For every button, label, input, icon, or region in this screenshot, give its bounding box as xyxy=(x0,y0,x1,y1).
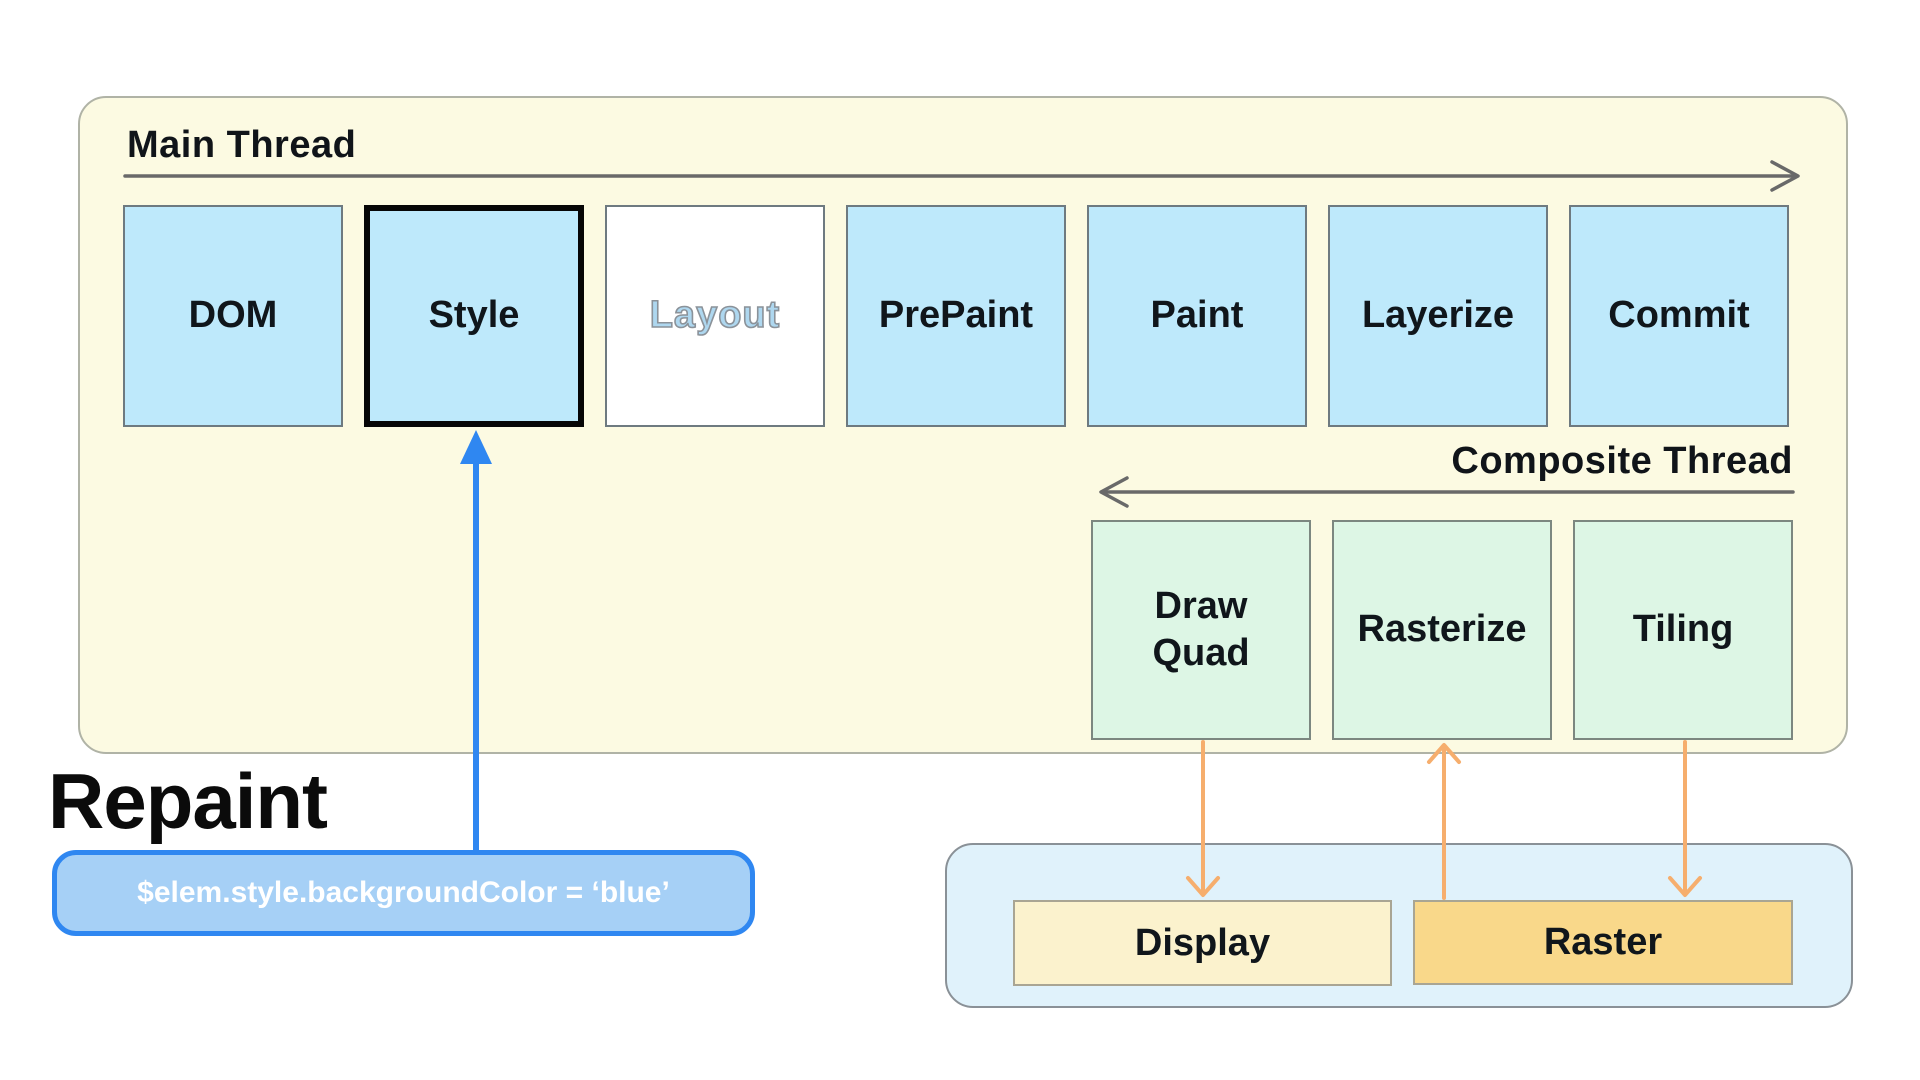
stage-label-tiling: Tiling xyxy=(1632,608,1734,651)
repaint-code-box: $elem.style.backgroundColor = ‘blue’ xyxy=(52,850,755,936)
stage-label-style: Style xyxy=(428,294,520,337)
display-label: Display xyxy=(1134,921,1271,964)
repaint-code-text: $elem.style.backgroundColor = ‘blue’ xyxy=(137,876,670,909)
stage-box-rasterize: Rasterize xyxy=(1332,520,1552,740)
stage-label-rasterize: Rasterize xyxy=(1357,608,1527,651)
composite-thread-stage-row: Draw Quad Rasterize Tiling xyxy=(1091,520,1793,740)
stage-label-dom: DOM xyxy=(188,294,278,337)
stage-box-draw-quad: Draw Quad xyxy=(1091,520,1311,740)
stage-box-dom: DOM xyxy=(123,205,343,427)
raster-box: Raster xyxy=(1413,900,1793,985)
stage-label-draw-quad: Draw Quad xyxy=(1152,584,1250,675)
main-thread-label: Main Thread xyxy=(127,124,357,166)
composite-thread-label: Composite Thread xyxy=(1451,440,1793,482)
stage-label-prepaint: PrePaint xyxy=(878,294,1034,337)
stage-box-layout: Layout xyxy=(605,205,825,427)
stage-box-tiling: Tiling xyxy=(1573,520,1793,740)
stage-label-layout: Layout xyxy=(649,293,781,337)
stage-label-commit: Commit xyxy=(1608,294,1750,337)
stage-box-commit: Commit xyxy=(1569,205,1789,427)
stage-box-paint: Paint xyxy=(1087,205,1307,427)
raster-label: Raster xyxy=(1543,921,1663,963)
repaint-heading: Repaint xyxy=(48,757,328,845)
stage-label-paint: Paint xyxy=(1150,294,1244,337)
display-box: Display xyxy=(1013,900,1392,986)
main-thread-stage-row: DOM Style Layout PrePaint Paint Layerize… xyxy=(123,205,1789,427)
stage-box-layerize: Layerize xyxy=(1328,205,1548,427)
stage-box-prepaint: PrePaint xyxy=(846,205,1066,427)
stage-label-layerize: Layerize xyxy=(1361,294,1515,337)
stage-box-style: Style xyxy=(364,205,584,427)
